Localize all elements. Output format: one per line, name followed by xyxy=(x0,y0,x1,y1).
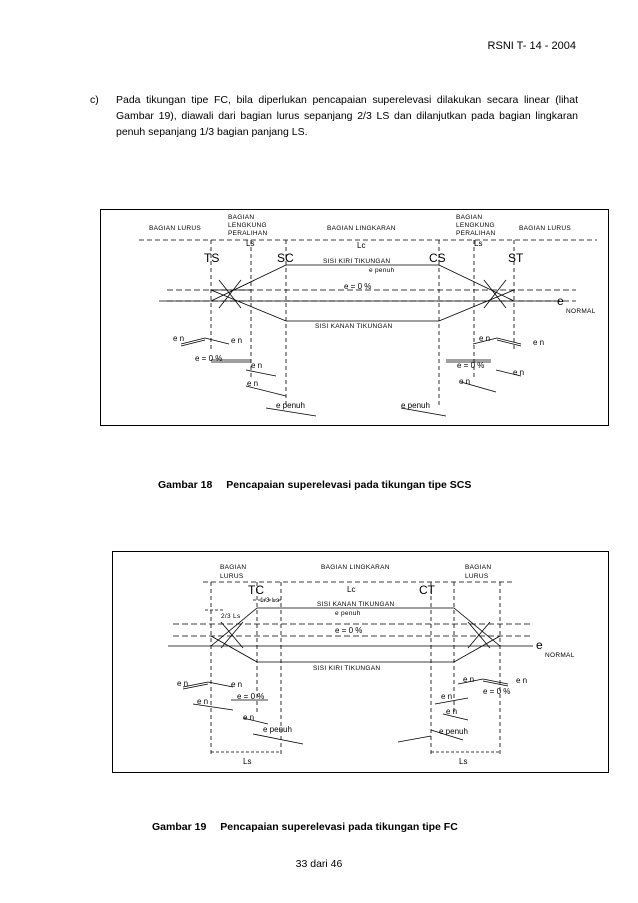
fig18-e-zero-left: e = 0 % xyxy=(195,354,222,363)
fig18-ls-right: Ls xyxy=(474,239,482,248)
fig18-en-3: e n xyxy=(251,361,262,370)
fig18-en-6: e n xyxy=(533,338,544,347)
fig19-e-normal: e xyxy=(536,638,543,652)
fig19-lc: Lc xyxy=(347,585,355,594)
fig18-bagian-lengkung-left-3: PERALIHAN xyxy=(228,230,268,237)
fig19-en-5: e n xyxy=(463,675,474,684)
paragraph-label: c) xyxy=(90,94,99,106)
fig19-e-zero-right: e = 0 % xyxy=(483,687,510,696)
figure-19: BAGIAN LURUS BAGIAN LINGKARAN BAGIAN LUR… xyxy=(112,551,609,773)
fig18-ts: TS xyxy=(204,251,219,265)
fig19-sisi-kiri: SISI KIRI TIKUNGAN xyxy=(313,665,380,672)
fig19-en-6: e n xyxy=(516,676,527,685)
fig18-e-penuh-left: e penuh xyxy=(276,401,305,410)
fig19-ls-right: Ls xyxy=(459,757,467,766)
fig19-en-2: e n xyxy=(231,680,242,689)
figure-19-caption-number: Gambar 19 xyxy=(152,821,207,833)
fig18-ls-left: Ls xyxy=(246,239,254,248)
fig19-e-penuh-left: e penuh xyxy=(263,725,292,734)
fig18-e-penuh-top: e penuh xyxy=(369,267,395,274)
fig18-bagian-lengkung-left-1: BAGIAN xyxy=(228,214,254,221)
fig18-bagian-lurus-left: BAGIAN LURUS xyxy=(149,225,201,232)
fig18-bagian-lurus-right: BAGIAN LURUS xyxy=(519,225,571,232)
fig19-en-4: e n xyxy=(243,713,254,722)
figure-19-caption-text: Pencapaian superelevasi pada tikungan ti… xyxy=(220,821,458,833)
fig18-bagian-lingkaran: BAGIAN LINGKARAN xyxy=(327,225,396,232)
document-code: RSNI T- 14 - 2004 xyxy=(487,40,576,52)
fig18-bagian-lengkung-right-3: PERALIHAN xyxy=(456,230,496,237)
fig18-en-4: e n xyxy=(247,379,258,388)
fig18-e-zero: e = 0 % xyxy=(344,282,371,291)
fig19-bagian-lurus-left-1: BAGIAN xyxy=(220,564,246,571)
fig19-sisi-kanan: SISI KANAN TIKUNGAN xyxy=(317,601,394,608)
fig19-bagian-lingkaran: BAGIAN LINGKARAN xyxy=(321,564,390,571)
figure-18-caption-text: Pencapaian superelevasi pada tikungan ti… xyxy=(226,479,472,491)
figure-18-drawing: BAGIAN LURUS BAGIAN LENGKUNG PERALIHAN L… xyxy=(139,214,597,417)
fig19-ls-left: Ls xyxy=(243,757,251,766)
fig18-en-5: e n xyxy=(479,334,490,343)
fig18-e-zero-right: e = 0 % xyxy=(457,361,484,370)
page-number: 33 dari 46 xyxy=(295,858,343,870)
fig18-en-8: e n xyxy=(459,377,470,386)
figure-18-caption-number: Gambar 18 xyxy=(158,479,213,491)
fig19-tc: TC xyxy=(248,583,264,597)
fig18-lc: Lc xyxy=(357,241,365,250)
fig19-en-3: e n xyxy=(197,697,208,706)
fig19-e-penuh-top: e penuh xyxy=(335,610,361,617)
fig18-bagian-lengkung-right-1: BAGIAN xyxy=(456,214,482,221)
figure-18-caption: Gambar 18 Pencapaian superelevasi pada ti… xyxy=(158,479,471,491)
fig18-sisi-kanan: SISI KANAN TIKUNGAN xyxy=(315,323,392,330)
fig19-two-third-ls: 2/3 Ls xyxy=(221,613,241,620)
fig18-bagian-lengkung-right-2: LENGKUNG xyxy=(456,222,495,229)
fig18-cs: CS xyxy=(429,251,446,265)
fig18-e-penuh-right: e penuh xyxy=(401,401,430,410)
fig18-st: ST xyxy=(508,251,524,265)
figure-19-caption: Gambar 19 Pencapaian superelevasi pada ti… xyxy=(152,821,458,833)
fig19-e-penuh-right: e penuh xyxy=(439,727,468,736)
fig19-bagian-lurus-right-2: LURUS xyxy=(465,573,489,580)
paragraph-text: Pada tikungan tipe FC, bila diperlukan p… xyxy=(116,94,578,138)
fig18-sc: SC xyxy=(277,251,294,265)
fig18-e-normal: e xyxy=(557,294,564,308)
fig19-bagian-lurus-left-2: LURUS xyxy=(220,573,244,580)
fig18-en-1: e n xyxy=(173,334,184,343)
fig18-en-2: e n xyxy=(231,336,242,345)
fig19-e-zero: e = 0 % xyxy=(335,626,362,635)
fig19-e-zero-left: e = 0 % xyxy=(237,692,264,701)
fig18-normal-sub: NORMAL xyxy=(566,308,596,315)
fig19-en-8: e n xyxy=(446,707,457,716)
figure-19-drawing: BAGIAN LURUS BAGIAN LINGKARAN BAGIAN LUR… xyxy=(168,564,575,766)
fig18-en-7: e n xyxy=(513,368,524,377)
fig18-bagian-lengkung-left-2: LENGKUNG xyxy=(228,222,267,229)
figure-18: BAGIAN LURUS BAGIAN LENGKUNG PERALIHAN L… xyxy=(100,209,609,426)
fig19-bagian-lurus-right-1: BAGIAN xyxy=(465,564,491,571)
fig18-sisi-kiri: SISI KIRI TIKUNGAN xyxy=(323,258,390,265)
fig19-en-7: e n xyxy=(441,692,452,701)
fig19-en-1: e n xyxy=(177,679,188,688)
fig19-one-third-ls: 1/3 Ls xyxy=(260,597,280,604)
fig19-normal-sub: NORMAL xyxy=(545,652,575,659)
fig19-ct: CT xyxy=(419,583,436,597)
